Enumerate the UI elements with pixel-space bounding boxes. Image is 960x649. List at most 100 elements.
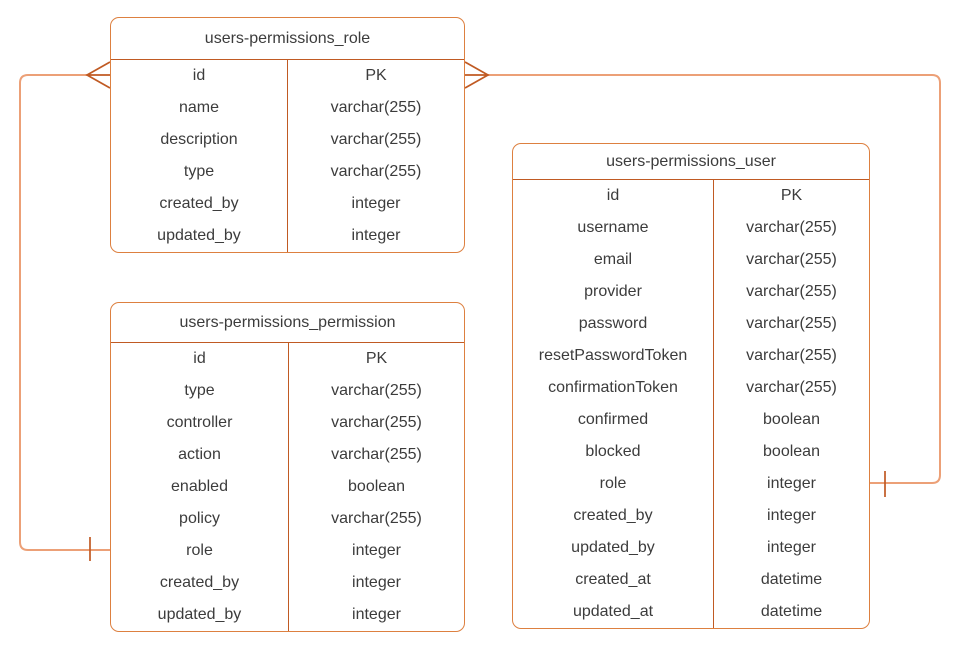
table-row: password varchar(255)	[513, 308, 869, 340]
field-name-cell: updated_at	[513, 596, 714, 628]
table-row: id PK	[111, 343, 464, 375]
field-type-cell: datetime	[760, 571, 823, 588]
field-name-cell: description	[111, 124, 288, 156]
field-name-cell: created_by	[111, 188, 288, 220]
field-type-cell: varchar(255)	[331, 382, 422, 399]
table-row: role integer	[111, 535, 464, 567]
field-type-cell: varchar(255)	[746, 379, 837, 396]
entity-table-users-permissions-user[interactable]: users-permissions_user id PK username varch…	[512, 143, 870, 629]
field-name-cell: name	[111, 92, 288, 124]
field-name-cell: resetPasswordToken	[513, 340, 714, 372]
field-name-cell: role	[111, 535, 289, 567]
field-name-cell: password	[513, 308, 714, 340]
table-row: resetPasswordToken varchar(255)	[513, 340, 869, 372]
field-name-cell: provider	[513, 276, 714, 308]
field-type-cell: PK	[780, 187, 803, 204]
entity-table-users-permissions-permission[interactable]: users-permissions_permission id PK type var…	[110, 302, 465, 632]
field-type-cell: varchar(255)	[331, 510, 422, 527]
field-type-cell: datetime	[760, 603, 823, 620]
table-row: created_by integer	[111, 567, 464, 599]
table-row: policy varchar(255)	[111, 503, 464, 535]
field-name-cell: blocked	[513, 436, 714, 468]
field-name-cell: type	[111, 375, 289, 407]
table-row: confirmationToken varchar(255)	[513, 372, 869, 404]
table-row: role integer	[513, 468, 869, 500]
field-name-cell: created_by	[513, 500, 714, 532]
field-name-cell: id	[513, 180, 714, 212]
table-row: id PK	[111, 60, 464, 92]
table-row: created_by integer	[513, 500, 869, 532]
field-name-cell: created_by	[111, 567, 289, 599]
table-row: name varchar(255)	[111, 92, 464, 124]
field-type-cell: varchar(255)	[746, 315, 837, 332]
field-type-cell: integer	[352, 542, 401, 559]
table-title: users-permissions_permission	[111, 303, 464, 343]
field-type-cell: integer	[767, 475, 816, 492]
table-row: id PK	[513, 180, 869, 212]
table-rows: id PK name varchar(255) description varchar(2…	[111, 60, 464, 252]
connector-role-permission[interactable]	[19, 61, 111, 561]
field-name-cell: controller	[111, 407, 289, 439]
field-name-cell: updated_by	[513, 532, 714, 564]
field-name-cell: type	[111, 156, 288, 188]
connector-role-user[interactable]	[464, 61, 941, 497]
crow-foot-many-icon	[85, 61, 111, 89]
crow-foot-many-icon	[464, 61, 490, 89]
table-row: updated_at datetime	[513, 596, 869, 628]
table-row: username varchar(255)	[513, 212, 869, 244]
field-type-cell: varchar(255)	[746, 251, 837, 268]
table-row: updated_by integer	[111, 220, 464, 252]
table-title: users-permissions_role	[111, 18, 464, 60]
connector-line[interactable]	[19, 74, 110, 551]
table-row: controller varchar(255)	[111, 407, 464, 439]
table-rows: id PK type varchar(255) controller varchar(25…	[111, 343, 464, 631]
table-row: created_by integer	[111, 188, 464, 220]
field-type-cell: PK	[365, 67, 387, 84]
field-type-cell: integer	[351, 195, 401, 212]
table-row: type varchar(255)	[111, 375, 464, 407]
table-rows: id PK username varchar(255) email varchar(255…	[513, 180, 869, 628]
table-title: users-permissions_user	[513, 144, 869, 180]
field-name-cell: updated_by	[111, 220, 288, 252]
field-type-cell: integer	[767, 507, 816, 524]
field-name-cell: enabled	[111, 471, 289, 503]
entity-table-users-permissions-role[interactable]: users-permissions_role id PK name varchar(2…	[110, 17, 465, 253]
field-name-cell: created_at	[513, 564, 714, 596]
field-type-cell: PK	[365, 350, 388, 367]
field-name-cell: id	[111, 60, 288, 92]
field-name-cell: updated_by	[111, 599, 289, 631]
table-row: confirmed boolean	[513, 404, 869, 436]
table-row: email varchar(255)	[513, 244, 869, 276]
field-type-cell: boolean	[763, 411, 820, 428]
field-type-cell: varchar(255)	[746, 347, 837, 364]
field-name-cell: confirmationToken	[513, 372, 714, 404]
field-type-cell: boolean	[763, 443, 820, 460]
field-name-cell: action	[111, 439, 289, 471]
table-row: updated_by integer	[111, 599, 464, 631]
table-row: action varchar(255)	[111, 439, 464, 471]
field-name-cell: policy	[111, 503, 289, 535]
field-type-cell: integer	[351, 227, 401, 244]
field-name-cell: id	[111, 343, 289, 375]
field-name-cell: username	[513, 212, 714, 244]
field-type-cell: integer	[352, 574, 401, 591]
field-type-cell: varchar(255)	[746, 283, 837, 300]
table-row: created_at datetime	[513, 564, 869, 596]
field-name-cell: confirmed	[513, 404, 714, 436]
field-type-cell: integer	[352, 606, 401, 623]
field-type-cell: varchar(255)	[746, 219, 837, 236]
field-type-cell: varchar(255)	[330, 99, 422, 116]
field-type-cell: varchar(255)	[331, 446, 422, 463]
field-name-cell: role	[513, 468, 714, 500]
field-name-cell: email	[513, 244, 714, 276]
field-type-cell: varchar(255)	[330, 131, 422, 148]
table-row: description varchar(255)	[111, 124, 464, 156]
connector-line[interactable]	[488, 74, 941, 484]
field-type-cell: varchar(255)	[331, 414, 422, 431]
table-row: blocked boolean	[513, 436, 869, 468]
